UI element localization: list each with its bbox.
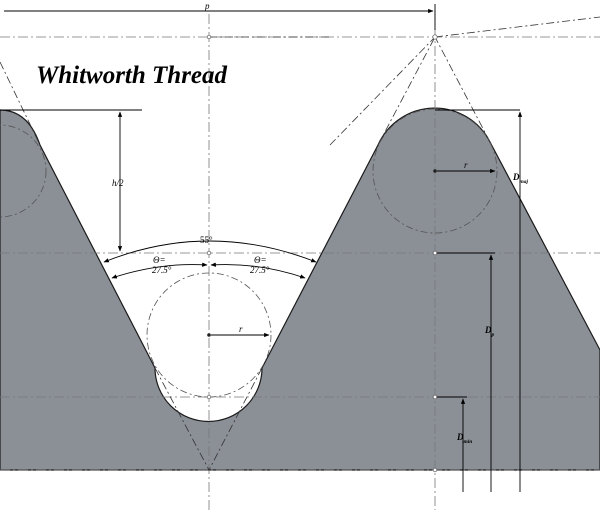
angle-55-label: 55° — [200, 235, 213, 245]
crest-circle — [372, 108, 498, 234]
root-center-point — [207, 333, 211, 337]
crest-center-point — [433, 169, 437, 173]
theta-right-arc — [210, 262, 306, 279]
pitch-point-crest — [432, 250, 438, 256]
root-radius-label: r — [239, 324, 243, 334]
root-circle — [146, 272, 272, 398]
crest-radius-label: r — [464, 160, 468, 170]
theta-right-value: 27.5° — [250, 265, 270, 275]
theta-left-value: 27.5° — [152, 265, 172, 275]
construct-left-upper — [0, 61, 41, 146]
top-center-point — [206, 34, 212, 40]
theta-left-symbol: Θ= — [153, 255, 166, 265]
angle-55-arc — [103, 240, 317, 263]
pitch-point-root — [206, 250, 212, 256]
construct-crest-right — [434, 36, 491, 143]
crest-root-point — [432, 394, 438, 400]
pitch-label: p — [204, 1, 210, 11]
bottom-center-point — [432, 467, 438, 473]
theta-right-symbol: Θ= — [254, 255, 267, 265]
construct-apex-right-diag — [434, 16, 600, 38]
construct-apex-left-diag — [329, 36, 436, 146]
left-crest-circle — [0, 124, 47, 218]
construct-root-right — [208, 367, 263, 471]
d-pitch-label: Dp — [484, 325, 495, 338]
d-major-label: Dmaj — [512, 172, 529, 185]
d-minor-label: Dmin — [456, 432, 472, 445]
apex-point — [432, 34, 438, 40]
root-bottom-point — [206, 394, 212, 400]
construct-root-left — [154, 367, 210, 471]
construct-crest-left — [377, 36, 436, 146]
thread-profile — [0, 107, 600, 471]
diagram-title: Whitworth Thread — [36, 62, 228, 89]
theta-left-arc — [111, 262, 208, 279]
h-half-label: h/2 — [112, 178, 124, 188]
